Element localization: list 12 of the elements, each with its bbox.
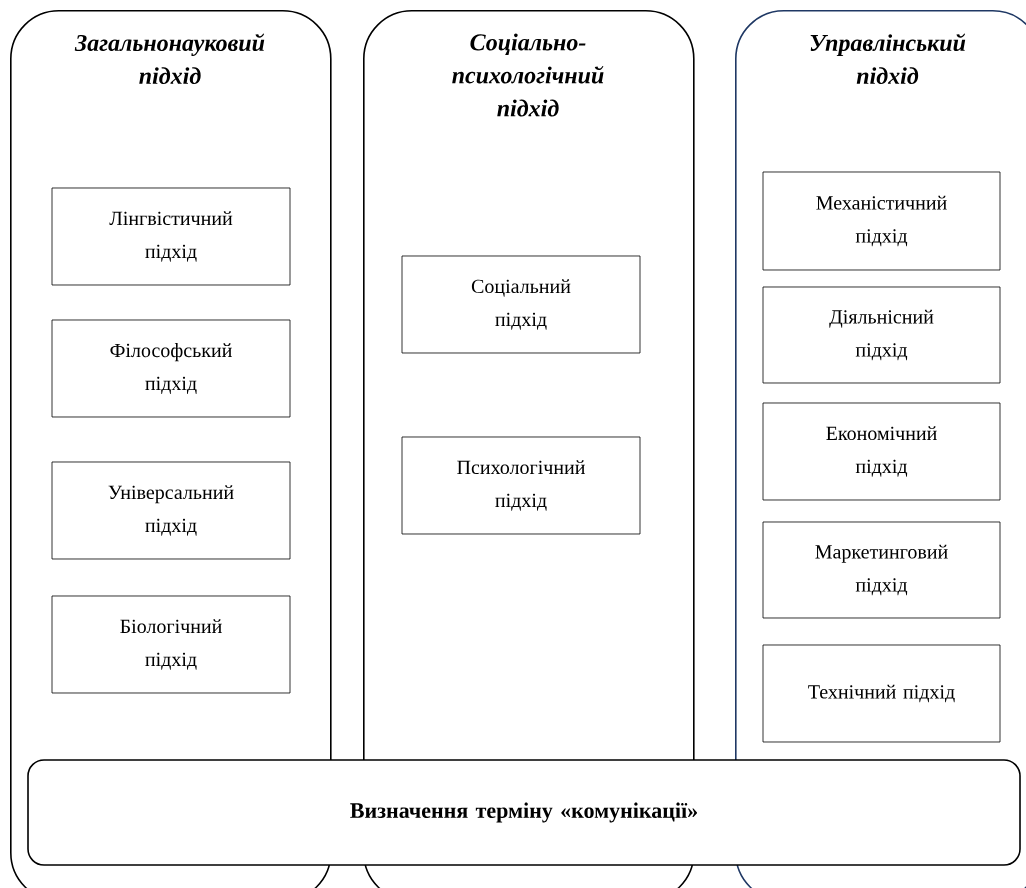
approach-box: Універсальний підхід: [51, 461, 291, 560]
definition-box: Визначення терміну «комунікації»: [27, 759, 1021, 866]
approach-box: Маркетинговий підхід: [762, 521, 1001, 619]
approach-box: Філософський підхід: [51, 319, 291, 418]
approach-box: Лінгвістичний підхід: [51, 187, 291, 286]
approach-box: Діяльнісний підхід: [762, 286, 1001, 384]
approach-box: Економічний підхід: [762, 402, 1001, 501]
approach-box: Технічний підхід: [762, 644, 1001, 743]
approach-box: Соціальний підхід: [401, 255, 641, 354]
approach-box: Біологічний підхід: [51, 595, 291, 694]
approach-box: Механістичний підхід: [762, 171, 1001, 271]
approach-box: Психологічний підхід: [401, 436, 641, 535]
